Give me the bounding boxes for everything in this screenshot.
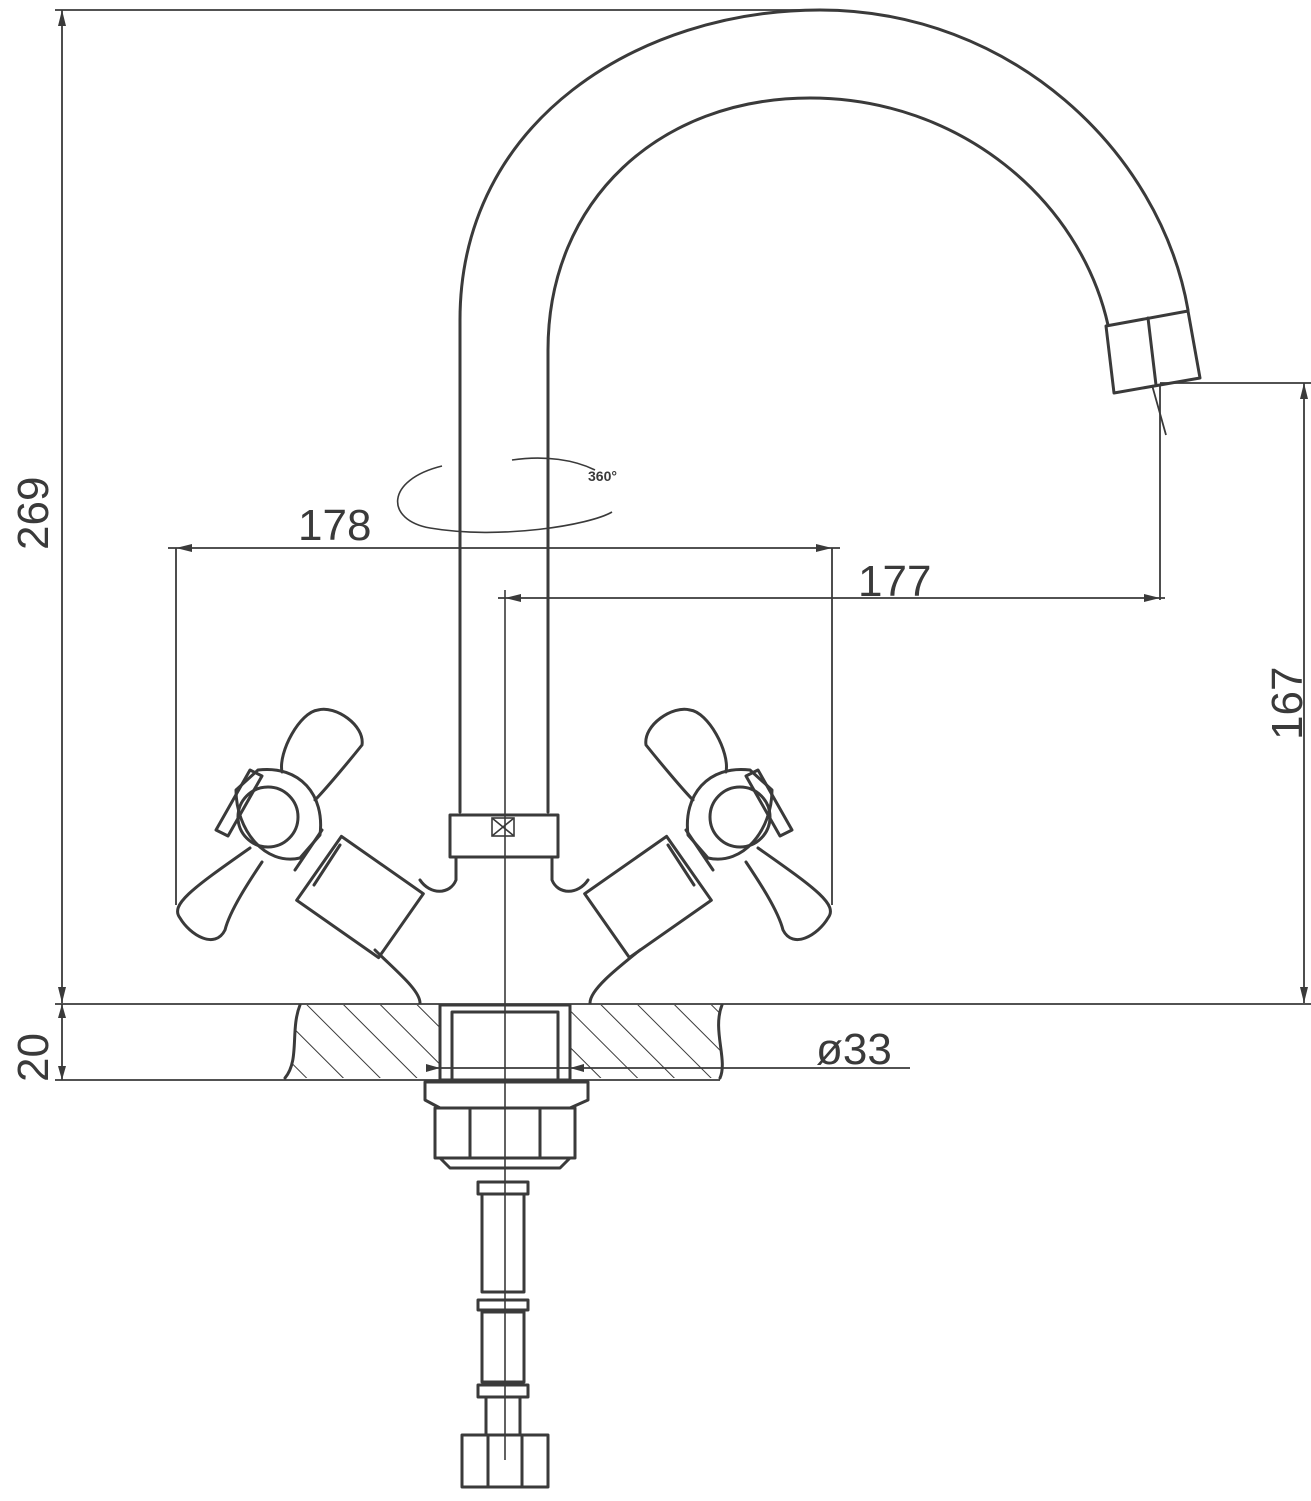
dimension-spout-height: 167 bbox=[1160, 382, 1311, 1003]
left-handle bbox=[176, 707, 425, 960]
dimension-spout-reach: 177 bbox=[498, 384, 1167, 606]
rotation-label: 360° bbox=[588, 468, 617, 484]
spout-reach-label: 177 bbox=[858, 557, 931, 606]
right-handle bbox=[583, 707, 832, 960]
deck-thickness-label: 20 bbox=[9, 1033, 58, 1082]
dimension-handle-span: 178 bbox=[168, 501, 840, 905]
dimension-deck-thickness: 20 bbox=[9, 1004, 66, 1082]
dimension-total-height: 269 bbox=[9, 9, 800, 1003]
dimension-hole-diameter: ø33 bbox=[426, 1025, 910, 1074]
spout bbox=[458, 8, 1202, 814]
faucet-body bbox=[373, 813, 642, 1005]
spout-height-label: 167 bbox=[1263, 667, 1311, 740]
total-height-label: 269 bbox=[9, 477, 58, 550]
deck-section bbox=[55, 1003, 1311, 1082]
hole-diameter-label: ø33 bbox=[816, 1025, 892, 1074]
rotation-indicator: 360° bbox=[396, 457, 617, 534]
handle-span-label: 178 bbox=[298, 501, 371, 550]
fixing-assembly bbox=[423, 1080, 590, 1170]
